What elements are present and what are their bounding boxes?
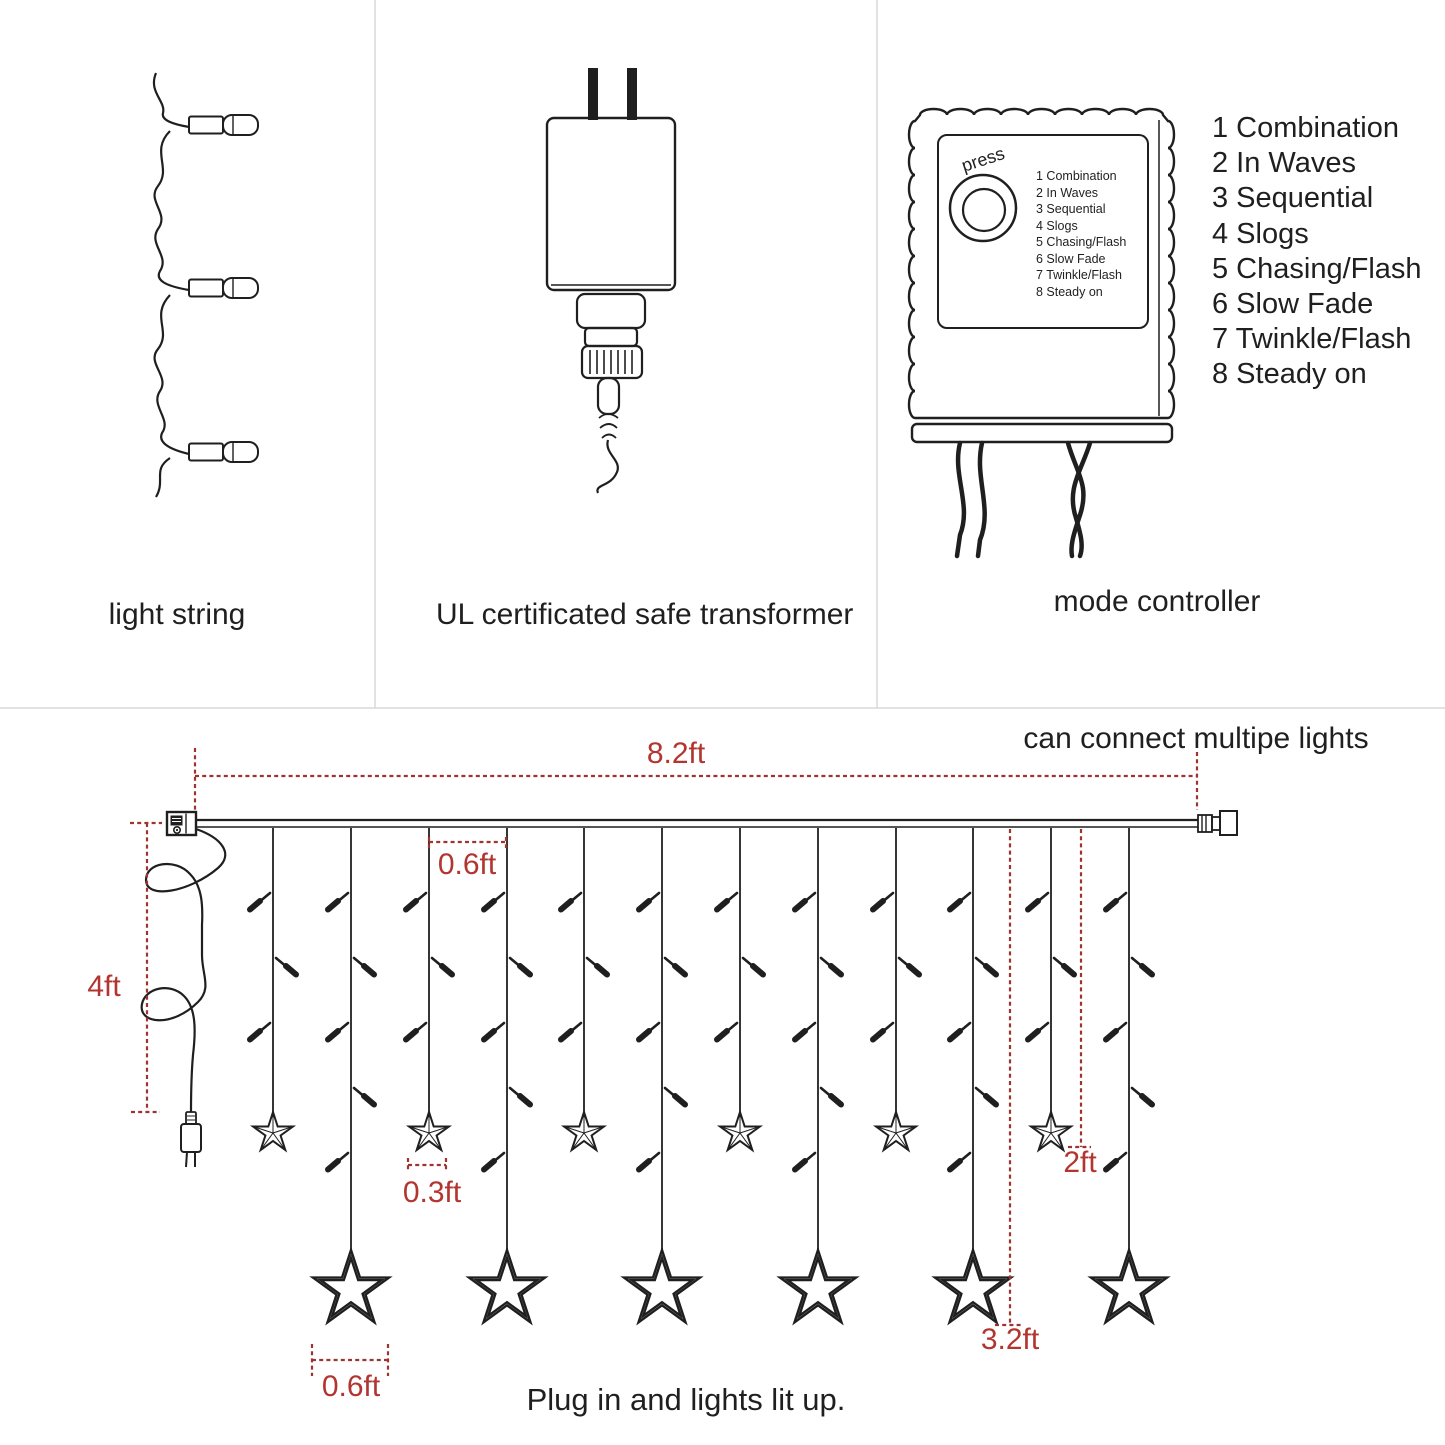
power-lead — [140, 827, 227, 1168]
string-bulb — [188, 277, 259, 299]
drop-short — [250, 828, 296, 1151]
drop-short — [561, 828, 607, 1151]
drop-long — [467, 828, 547, 1324]
drop-long — [622, 828, 702, 1324]
svg-text:6 Slow Fade: 6 Slow Fade — [1036, 252, 1106, 266]
press-label: press — [959, 143, 1007, 176]
light-string-caption: light string — [108, 598, 246, 631]
svg-text:5 Chasing/Flash: 5 Chasing/Flash — [1036, 235, 1126, 249]
mode-item: 2 In Waves — [1212, 147, 1356, 180]
mode-button[interactable] — [948, 173, 1018, 243]
drop-long — [933, 828, 1013, 1324]
power-plug — [180, 1111, 202, 1168]
mode-list-large: 1 Combination 2 In Waves 3 Sequential 4 … — [1212, 111, 1422, 393]
curtain-diagram: 8.2ft 0.6ft 4ft 0.3ft 0.6ft 2ft 3.2ft ca… — [87, 722, 1368, 1417]
mode-controller-caption: mode controller — [1053, 585, 1261, 618]
mode-item: 5 Chasing/Flash — [1212, 252, 1422, 285]
dim-power-lead: 4ft — [87, 970, 121, 1003]
svg-text:3 Sequential: 3 Sequential — [1036, 202, 1106, 216]
controller-wires — [954, 440, 1093, 559]
string-bulb — [188, 114, 259, 136]
drop-short — [1028, 828, 1074, 1151]
dimension-lines — [130, 748, 1199, 1376]
drop-long — [311, 828, 391, 1324]
end-connector — [1197, 810, 1238, 836]
mode-controller-drawing: press 1 Combination 2 In Waves 3 Sequent… — [907, 107, 1176, 559]
section-dividers — [0, 0, 1445, 709]
mode-item: 6 Slow Fade — [1212, 288, 1374, 321]
svg-text:8 Steady on: 8 Steady on — [1036, 285, 1103, 299]
drop-short — [717, 828, 763, 1151]
mode-item: 1 Combination — [1212, 112, 1399, 144]
drop-short — [873, 828, 919, 1151]
svg-text:1 Combination: 1 Combination — [1036, 169, 1117, 183]
svg-text:4 Slogs: 4 Slogs — [1036, 219, 1078, 233]
plug-prong — [627, 68, 637, 120]
connect-note: can connect multipe lights — [1023, 722, 1368, 755]
mode-item: 7 Twinkle/Flash — [1212, 323, 1412, 356]
mode-item: 4 Slogs — [1212, 217, 1309, 250]
controller-mode-list-small: 1 Combination 2 In Waves 3 Sequential 4 … — [1036, 169, 1126, 299]
drop-long — [1089, 828, 1169, 1324]
plug-prong — [588, 68, 598, 120]
transformer-caption: UL certificated safe transformer — [436, 598, 854, 631]
dim-long-drop: 3.2ft — [981, 1323, 1040, 1356]
drop-long — [778, 828, 858, 1324]
svg-text:2 In Waves: 2 In Waves — [1036, 186, 1098, 200]
svg-text:7 Twinkle/Flash: 7 Twinkle/Flash — [1036, 268, 1122, 282]
mode-item: 3 Sequential — [1212, 182, 1374, 215]
drop-short — [406, 828, 452, 1151]
dim-total-width: 8.2ft — [647, 737, 706, 770]
dim-short-drop: 2ft — [1063, 1146, 1097, 1179]
curtain-drops — [250, 828, 1169, 1324]
dim-drop-spacing: 0.6ft — [438, 848, 497, 881]
bottom-caption: Plug in and lights lit up. — [527, 1382, 846, 1417]
string-bulb — [188, 441, 259, 463]
mode-item: 8 Steady on — [1212, 358, 1367, 391]
dim-small-star-offset: 0.3ft — [403, 1176, 462, 1209]
connector-ribs — [589, 350, 633, 374]
inline-controller-box — [165, 810, 198, 837]
light-string-drawing — [153, 72, 259, 498]
transformer-drawing — [545, 68, 677, 494]
controller-label-panel — [937, 134, 1149, 329]
dim-big-star-spacing: 0.6ft — [322, 1370, 381, 1403]
